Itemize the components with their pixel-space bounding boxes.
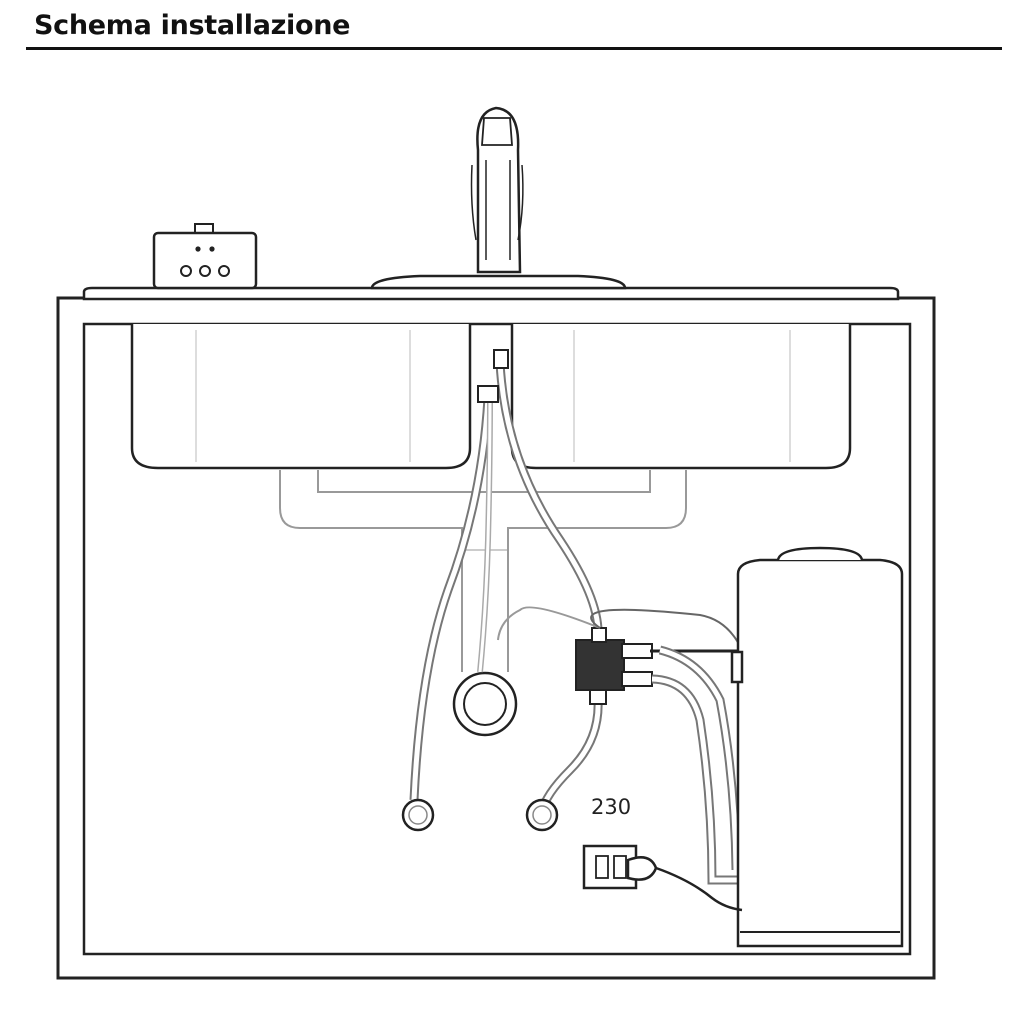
valve-outlet-lower <box>621 671 653 687</box>
cabinet-inner-frame <box>82 322 912 956</box>
hose-cold-water-inner <box>411 397 491 801</box>
title-rule <box>26 47 1002 50</box>
tank-top-cap <box>776 546 864 561</box>
countertop <box>82 286 900 301</box>
drain-pipe-right <box>507 470 687 672</box>
led-indicator-icon <box>209 246 215 252</box>
control-button-icon <box>218 265 230 277</box>
faucet-detail <box>470 164 477 241</box>
control-box <box>152 223 258 290</box>
control-button-icon <box>199 265 211 277</box>
valve-hot-water <box>525 798 559 832</box>
valve-bottom-port <box>589 689 607 705</box>
led-indicator-icon <box>195 246 201 252</box>
tank-line-outer-inner <box>651 676 742 883</box>
drain-pipe-left <box>279 470 463 672</box>
power-outlet: 230 <box>582 795 743 912</box>
hose-hot-water-inner <box>497 361 601 637</box>
hose-supply-inner <box>539 699 601 813</box>
sink-basin-right <box>510 324 852 470</box>
tank-line-inner-inner <box>659 647 739 871</box>
valve-hot-water-inner <box>532 805 552 825</box>
sink <box>130 324 852 470</box>
drain-outlet-inner <box>463 682 507 726</box>
outlet-socket-icon <box>595 855 609 879</box>
tank-lines <box>497 606 743 885</box>
outlet-voltage-label: 230 <box>591 795 631 819</box>
faucet-connectors <box>477 349 509 403</box>
valve-cold-water <box>401 798 435 832</box>
countertop-slab <box>82 286 900 301</box>
valve-top-port <box>591 627 607 643</box>
control-box-body <box>152 231 258 290</box>
drain-trap <box>279 470 687 737</box>
vent-tube <box>497 606 601 641</box>
drain-crossbar <box>317 470 651 493</box>
valve-cold-water-inner <box>408 805 428 825</box>
power-plug-icon <box>626 856 658 881</box>
connector-cold <box>477 385 499 403</box>
faucet <box>370 106 627 290</box>
control-button-icon <box>180 265 192 277</box>
faucet-base-plate <box>370 274 627 290</box>
hose-return-inner <box>478 394 492 673</box>
water-heater-tank <box>730 546 904 948</box>
valve-block <box>575 639 625 691</box>
sink-basin-left <box>130 324 472 470</box>
outlet-socket-icon <box>613 855 627 879</box>
power-cord <box>655 866 743 912</box>
tank-top-tube <box>590 608 743 651</box>
faucet-detail <box>517 164 524 241</box>
valve-outlet-upper <box>621 643 653 659</box>
page-title: Schema installazione <box>34 10 351 41</box>
tank-body <box>736 558 904 948</box>
connector-hot <box>493 349 509 369</box>
faucet-lever <box>481 117 513 146</box>
shutoff-valves <box>401 798 559 832</box>
tank-side-port <box>730 650 744 684</box>
